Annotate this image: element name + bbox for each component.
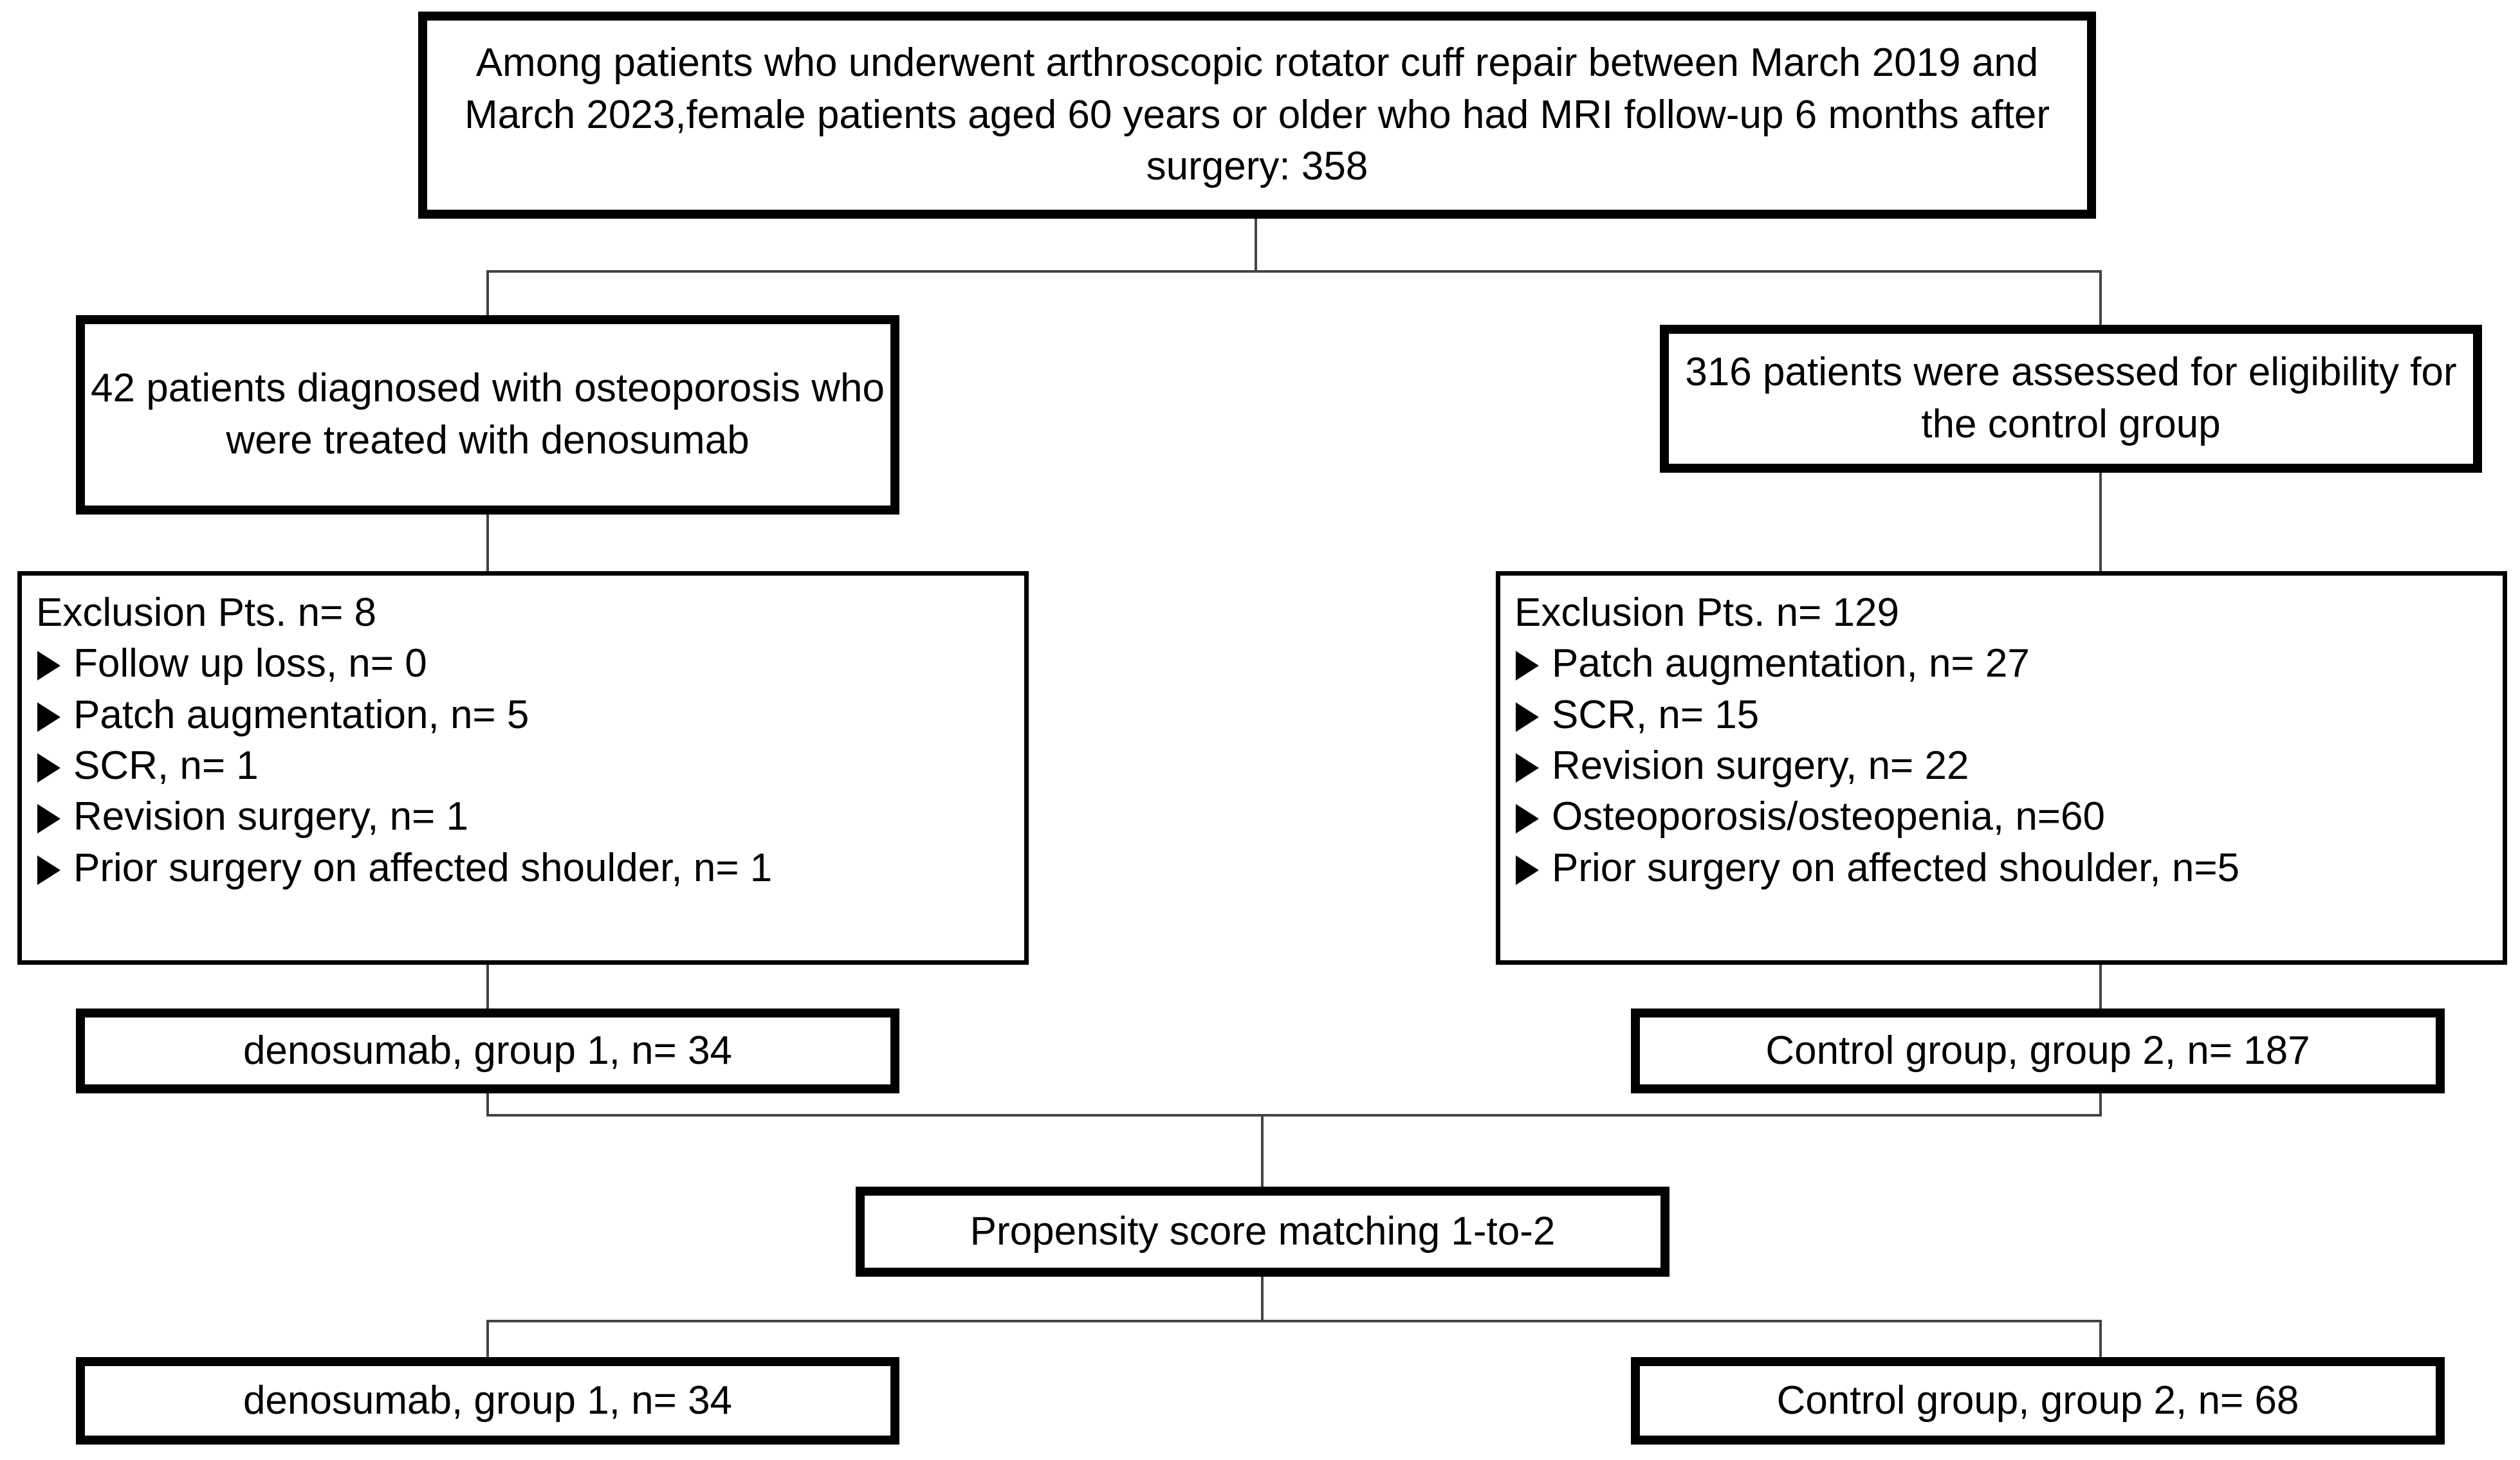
group1-post-match-text: denosumab, group 1, n= 34 [243, 1378, 733, 1423]
list-item-label: Revision surgery, n= 1 [73, 794, 468, 839]
list-item-label: Follow up loss, n= 0 [73, 641, 427, 686]
list-item: Osteoporosis/osteopenia, n=60 [1509, 791, 2494, 842]
group1-pre-match-text: denosumab, group 1, n= 34 [243, 1028, 733, 1073]
connector-to-group1-post [486, 1320, 489, 1358]
propensity-score-matching-text: Propensity score matching 1-to-2 [970, 1209, 1556, 1254]
list-item: Prior surgery on affected shoulder, n= 1 [31, 843, 1015, 893]
group1-post-match-box: denosumab, group 1, n= 34 [76, 1357, 899, 1445]
group1-pre-match-box: denosumab, group 1, n= 34 [76, 1008, 899, 1093]
connector-split-top [486, 270, 2102, 273]
connector-control-candidates-to-exclusion [2099, 471, 2102, 572]
triangle-bullet-icon [37, 753, 60, 783]
group2-post-match-box: Control group, group 2, n= 68 [1631, 1357, 2445, 1445]
enrollment-text: Among patients who underwent arthroscopi… [464, 41, 2050, 189]
group2-post-match-text: Control group, group 2, n= 68 [1776, 1378, 2299, 1423]
list-item: Revision surgery, n= 22 [1509, 740, 2494, 791]
connector-to-control-candidates [2099, 270, 2102, 327]
triangle-bullet-icon [1516, 702, 1539, 732]
control-candidates-text: 316 patients were assessed for eligibili… [1685, 350, 2457, 446]
list-item-label: SCR, n= 1 [73, 744, 259, 789]
connector-split-bottom [486, 1320, 2102, 1322]
list-item: Patch augmentation, n= 27 [1509, 638, 2494, 689]
propensity-score-matching-box: Propensity score matching 1-to-2 [856, 1187, 1669, 1277]
triangle-bullet-icon [1516, 651, 1539, 681]
list-item: Prior surgery on affected shoulder, n=5 [1509, 843, 2494, 893]
connector-group2-down [2099, 1092, 2102, 1115]
group2-pre-match-box: Control group, group 2, n= 187 [1631, 1008, 2445, 1093]
control-candidates-box: 316 patients were assessed for eligibili… [1660, 325, 2482, 473]
triangle-bullet-icon [1516, 804, 1539, 834]
exclusion-control-title: Exclusion Pts. n= 129 [1514, 590, 1899, 635]
exclusion-control-box: Exclusion Pts. n= 129 Patch augmentation… [1496, 571, 2507, 965]
list-item-label: Patch augmentation, n= 27 [1552, 641, 2030, 686]
connector-group1-down [486, 1092, 489, 1115]
denosumab-candidates-box: 42 patients diagnosed with osteoporosis … [76, 315, 899, 515]
list-item-label: Revision surgery, n= 22 [1552, 744, 1969, 789]
exclusion-control-list: Patch augmentation, n= 27 SCR, n= 15 Rev… [1509, 638, 2494, 893]
connector-enrollment-down [1255, 219, 1257, 271]
connector-exclusion-denosumab-to-group1 [486, 962, 489, 1010]
list-item-label: SCR, n= 15 [1552, 692, 1760, 737]
connector-to-group2-post [2099, 1320, 2102, 1358]
list-item-label: Patch augmentation, n= 5 [73, 692, 529, 737]
connector-to-denosumab-candidates [486, 270, 489, 316]
enrollment-box: Among patients who underwent arthroscopi… [418, 12, 2096, 219]
triangle-bullet-icon [1516, 855, 1539, 885]
list-item: SCR, n= 15 [1509, 689, 2494, 740]
list-item-label: Prior surgery on affected shoulder, n= 1 [73, 845, 773, 890]
triangle-bullet-icon [1516, 753, 1539, 783]
exclusion-denosumab-list: Follow up loss, n= 0 Patch augmentation,… [31, 638, 1015, 893]
list-item-label: Prior surgery on affected shoulder, n=5 [1552, 845, 2240, 890]
list-item: Follow up loss, n= 0 [31, 638, 1015, 689]
triangle-bullet-icon [37, 702, 60, 732]
connector-merge-to-matching [1261, 1114, 1264, 1188]
exclusion-denosumab-box: Exclusion Pts. n= 8 Follow up loss, n= 0… [17, 571, 1029, 965]
triangle-bullet-icon [37, 804, 60, 834]
triangle-bullet-icon [37, 651, 60, 681]
connector-exclusion-control-to-group2 [2099, 962, 2102, 1010]
triangle-bullet-icon [37, 855, 60, 885]
exclusion-denosumab-title: Exclusion Pts. n= 8 [36, 590, 376, 635]
list-item-label: Osteoporosis/osteopenia, n=60 [1552, 794, 2105, 839]
connector-merge-bar [486, 1114, 2102, 1117]
list-item: Revision surgery, n= 1 [31, 791, 1015, 842]
list-item: SCR, n= 1 [31, 740, 1015, 791]
group2-pre-match-text: Control group, group 2, n= 187 [1765, 1028, 2310, 1073]
denosumab-candidates-text: 42 patients diagnosed with osteoporosis … [91, 366, 885, 462]
list-item: Patch augmentation, n= 5 [31, 689, 1015, 740]
connector-matching-down [1261, 1275, 1264, 1322]
connector-denosumab-candidates-to-exclusion [486, 513, 489, 572]
